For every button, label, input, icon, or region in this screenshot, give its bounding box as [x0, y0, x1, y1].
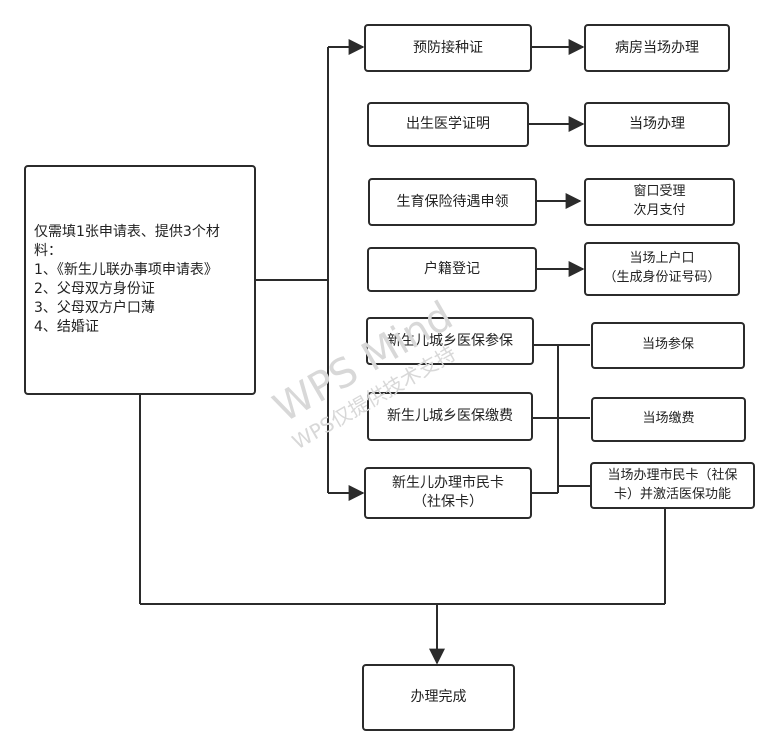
item-maternity: 生育保险待遇申领: [368, 178, 537, 226]
result-insurance-pay: 当场缴费: [591, 397, 746, 442]
result-vaccination-label: 病房当场办理: [615, 39, 699, 56]
item-household: 户籍登记: [367, 247, 537, 292]
requirements-text: 仅需填1张申请表、提供3个材 料： 1、《新生儿联办事项申请表》 2、父母双方身…: [34, 224, 220, 335]
item-citizen-card-label: 新生儿办理市民卡 （社保卡）: [392, 475, 504, 510]
result-citizen-card-label: 当场办理市民卡（社保 卡）并激活医保功能: [607, 467, 738, 502]
result-insurance-join-label: 当场参保: [641, 337, 694, 353]
item-vaccination-label: 预防接种证: [413, 39, 483, 56]
result-insurance-pay-label: 当场缴费: [642, 411, 695, 427]
item-insurance-join: 新生儿城乡医保参保: [366, 317, 534, 365]
item-birth-cert-label: 出生医学证明: [406, 116, 490, 133]
item-household-label: 户籍登记: [424, 261, 480, 278]
result-citizen-card: 当场办理市民卡（社保 卡）并激活医保功能: [590, 462, 755, 509]
item-vaccination: 预防接种证: [364, 24, 532, 72]
item-birth-cert: 出生医学证明: [367, 102, 529, 147]
result-maternity: 窗口受理 次月支付: [584, 178, 735, 226]
item-insurance-pay: 新生儿城乡医保缴费: [367, 392, 533, 441]
result-household-label: 当场上户口 （生成身份证号码）: [603, 251, 721, 285]
final-label: 办理完成: [410, 689, 467, 706]
result-insurance-join: 当场参保: [591, 322, 745, 369]
item-insurance-join-label: 新生儿城乡医保参保: [387, 332, 513, 349]
item-maternity-label: 生育保险待遇申领: [396, 193, 509, 210]
item-citizen-card: 新生儿办理市民卡 （社保卡）: [364, 467, 532, 519]
result-birth-cert: 当场办理: [584, 102, 730, 147]
result-birth-cert-label: 当场办理: [629, 116, 685, 133]
result-maternity-label: 窗口受理 次月支付: [633, 184, 686, 218]
result-household: 当场上户口 （生成身份证号码）: [584, 242, 740, 296]
final-box: 办理完成: [362, 664, 515, 731]
requirements-box: 仅需填1张申请表、提供3个材 料： 1、《新生儿联办事项申请表》 2、父母双方身…: [24, 165, 256, 395]
item-insurance-pay-label: 新生儿城乡医保缴费: [387, 408, 513, 425]
result-vaccination: 病房当场办理: [584, 24, 730, 72]
